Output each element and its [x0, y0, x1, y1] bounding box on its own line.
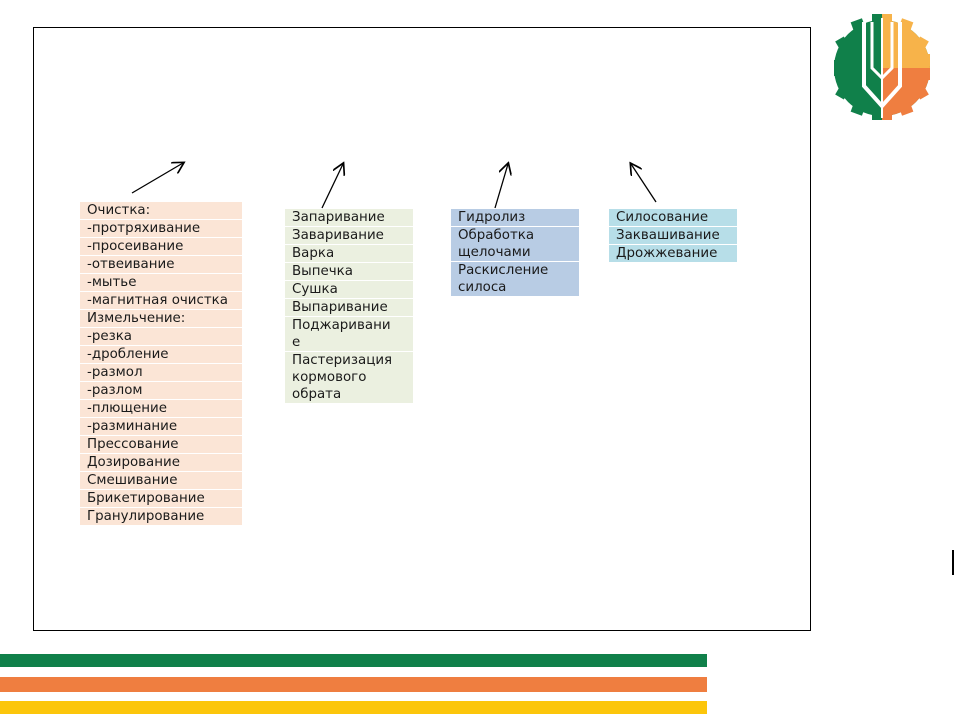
list-item: Поджаривани е [285, 317, 413, 351]
list-item: Измельчение: [80, 310, 242, 327]
column-chemical: Гидролиз Обработка щелочами Раскисление … [451, 209, 579, 297]
content-frame [33, 27, 811, 631]
stripe-orange [0, 677, 707, 692]
list-item: Гидролиз [451, 209, 579, 226]
list-item: Обработка щелочами [451, 227, 579, 261]
arrow-chemical [494, 164, 508, 209]
list-item: -разлом [80, 382, 242, 399]
list-item: Варка [285, 245, 413, 262]
list-item: -протряхивание [80, 220, 242, 237]
list-item: Прессование [80, 436, 242, 453]
list-item: Гранулирование [80, 508, 242, 525]
arrow-thermal [321, 164, 343, 209]
list-item: Раскисление силоса [451, 262, 579, 296]
list-item: Дозирование [80, 454, 242, 471]
list-item: -размол [80, 364, 242, 381]
list-item: Пастеризация кормового обрата [285, 352, 413, 403]
list-item: -магнитная очистка [80, 292, 242, 309]
text-cursor [952, 550, 954, 575]
list-item: Очистка: [80, 202, 242, 219]
list-item: Выпечка [285, 263, 413, 280]
list-item: -разминание [80, 418, 242, 435]
list-item: -мытье [80, 274, 242, 291]
list-item: Силосование [609, 209, 737, 226]
list-item: Выпаривание [285, 299, 413, 316]
stripe-yellow [0, 701, 707, 714]
list-item: Заквашивание [609, 227, 737, 244]
list-item: -дробление [80, 346, 242, 363]
list-item: Заваривание [285, 227, 413, 244]
list-item: Смешивание [80, 472, 242, 489]
list-item: Запаривание [285, 209, 413, 226]
column-mechanical: Очистка: -протряхивание -просеивание -от… [80, 202, 242, 526]
list-item: -резка [80, 328, 242, 345]
list-item: -просеивание [80, 238, 242, 255]
list-item: Сушка [285, 281, 413, 298]
stripe-green [0, 654, 707, 667]
logo-icon [834, 14, 930, 120]
list-item: Дрожжевание [609, 245, 737, 262]
list-item: -отвеивание [80, 256, 242, 273]
arrow-biological [631, 164, 657, 203]
column-biological: Силосование Заквашивание Дрожжевание [609, 209, 737, 263]
list-item: Брикетирование [80, 490, 242, 507]
list-item: -плющение [80, 400, 242, 417]
column-thermal: Запаривание Заваривание Варка Выпечка Су… [285, 209, 413, 404]
arrow-mechanical [131, 163, 183, 194]
